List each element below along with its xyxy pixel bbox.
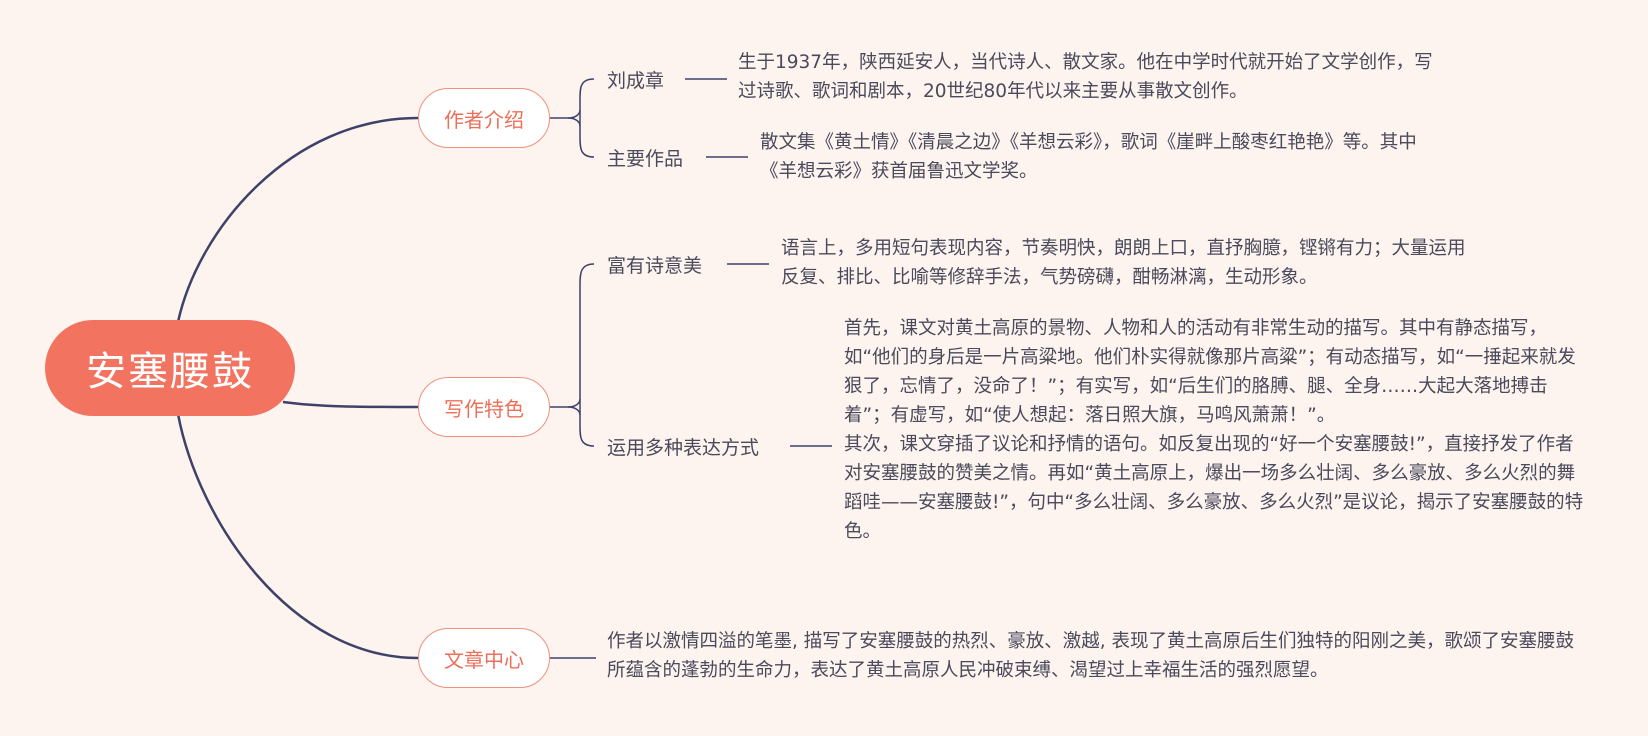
root-node[interactable]: 安塞腰鼓 [45, 320, 295, 416]
leaf-dashes [685, 78, 832, 447]
leaf-article-center-text: 作者以激情四溢的笔墨, 描写了安塞腰鼓的热烈、豪放、激越, 表现了黄土高原后生们… [607, 631, 1575, 681]
leaf-poetic-beauty-text: 语言上，多用短句表现内容，节奏明快，朗朗上口，直抒胸臆，铿锵有力；大量运用反复、… [781, 238, 1466, 288]
sub-topic-expression-methods[interactable]: 运用多种表达方式 [607, 437, 760, 459]
leaf-expression-methods-text: 首先，课文对黄土高原的景物、人物和人的活动有非常生动的描写。其中有静态描写，如“… [844, 314, 1590, 546]
leaf-main-works-text: 散文集《黄土情》《清晨之边》《羊想云彩》，歌词《崖畔上酸枣红艳艳》等。其中《羊想… [760, 132, 1417, 182]
sub-topic-main-works[interactable]: 主要作品 [607, 148, 684, 170]
expression-paragraph-first: 首先，课文对黄土高原的景物、人物和人的活动有非常生动的描写。其中有静态描写，如“… [844, 318, 1576, 426]
style-bracket [550, 263, 595, 447]
branch-article-center[interactable]: 文章中心 [418, 628, 550, 688]
root-to-author-connector [176, 116, 419, 323]
sub-topic-liu-chengzhang[interactable]: 刘成章 [607, 70, 665, 92]
leaf-liu-chengzhang-text: 生于1937年，陕西延安人，当代诗人、散文家。他在中学时代就开始了文学创作，写过… [738, 52, 1433, 102]
author-bracket [550, 78, 595, 158]
root-to-center-connector [176, 413, 419, 660]
expression-paragraph-second: 其次，课文穿插了议论和抒情的语句。如反复出现的“好一个安塞腰鼓!”，直接抒发了作… [844, 434, 1584, 542]
root-to-style-connector [282, 400, 419, 409]
branch-author-intro[interactable]: 作者介绍 [418, 88, 550, 148]
sub-topic-poetic-beauty[interactable]: 富有诗意美 [607, 255, 703, 277]
branch-writing-style[interactable]: 写作特色 [418, 377, 550, 437]
